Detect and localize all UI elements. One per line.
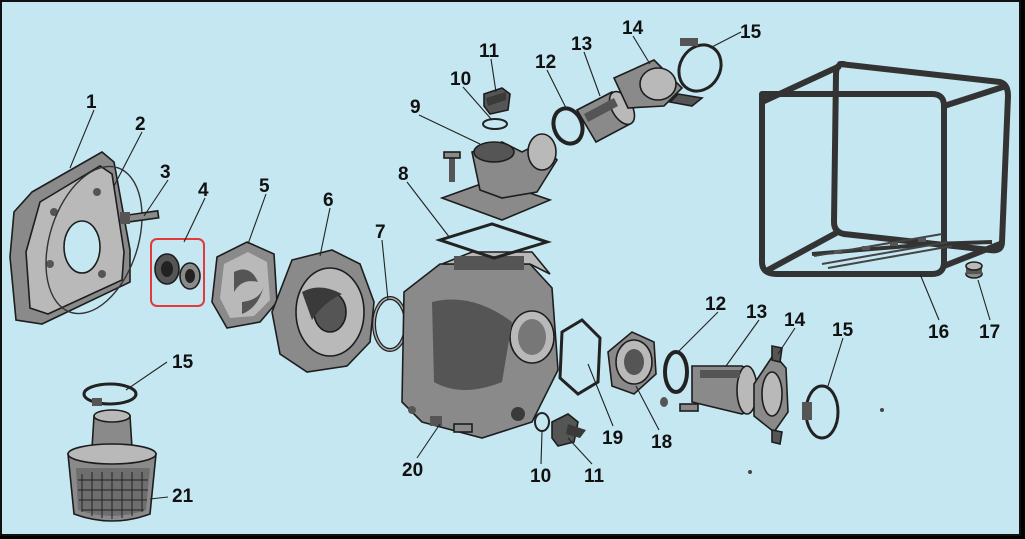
callout-16: 16 <box>928 322 949 343</box>
part-11-plug-bottom <box>551 413 586 447</box>
callout-17: 17 <box>979 322 1000 343</box>
callout-2: 2 <box>135 114 146 135</box>
part-7-gasket-ring <box>372 296 408 352</box>
part-11-plug-top <box>483 87 511 115</box>
leader-lines <box>69 31 991 500</box>
part-14-coupling-nut-top <box>612 59 704 109</box>
part-9-outlet-elbow <box>439 133 558 221</box>
part-21-strainer <box>67 409 157 522</box>
callout-5: 5 <box>259 176 270 197</box>
callout-18: 18 <box>651 432 672 453</box>
callout-15-top: 15 <box>740 22 762 43</box>
part-17-rubber-foot <box>965 261 983 279</box>
part-5-impeller <box>211 241 278 329</box>
part-2-o-ring <box>45 165 143 315</box>
part-1-rear-cover <box>9 151 131 325</box>
callout-7: 7 <box>375 222 386 243</box>
stray-dot <box>880 408 884 412</box>
part-18-threaded-flange <box>607 331 657 395</box>
callout-4: 4 <box>198 180 209 201</box>
callout-15-left: 15 <box>172 352 194 373</box>
callout-1: 1 <box>86 92 97 113</box>
callout-6: 6 <box>323 190 334 211</box>
callout-9: 9 <box>410 97 421 118</box>
part-3-bolt <box>120 209 160 224</box>
callout-14-right: 14 <box>784 310 806 331</box>
callout-12-right: 12 <box>705 294 726 315</box>
part-10-washer-top <box>482 118 508 130</box>
callout-15-right: 15 <box>832 320 854 341</box>
callout-19: 19 <box>602 428 623 449</box>
frame-cutouts <box>834 238 926 254</box>
callout-10-top: 10 <box>450 69 471 90</box>
part-4-mechanical-seal <box>150 238 205 307</box>
part-8-flange-gasket <box>435 222 552 260</box>
callout-12-top: 12 <box>535 52 556 73</box>
stray-dot <box>748 470 752 474</box>
callout-labels: 1 2 3 4 5 6 7 8 9 10 11 12 13 14 15 12 1… <box>86 18 1000 507</box>
callout-21: 21 <box>172 486 194 507</box>
part-14-coupling-nut-right <box>753 345 789 445</box>
side-bolt <box>660 397 699 412</box>
callout-11-bottom: 11 <box>584 466 605 487</box>
callout-13-right: 13 <box>746 302 767 323</box>
callout-14-top: 14 <box>622 18 644 39</box>
part-6-volute <box>271 249 375 373</box>
callout-10-bottom: 10 <box>530 466 551 487</box>
part-15-hose-clamp-left <box>82 382 138 406</box>
callout-8: 8 <box>398 164 409 185</box>
part-19-gasket <box>558 318 602 396</box>
callout-3: 3 <box>160 162 171 183</box>
callout-13-top: 13 <box>571 34 592 55</box>
callout-20: 20 <box>402 460 423 481</box>
callout-11-top: 11 <box>479 41 500 62</box>
part-15-hose-clamp-right <box>802 384 840 440</box>
part-4-highlight-box <box>150 238 205 307</box>
part-12-o-ring-right <box>663 350 689 394</box>
part-16-frame <box>759 61 1011 277</box>
pump-body-housing <box>401 251 559 439</box>
part-13-hose-nipple-right <box>691 365 758 415</box>
part-12-o-ring-top <box>551 106 585 146</box>
part-10-washer-bottom <box>534 412 550 432</box>
part-20-drain-bolts <box>430 416 473 433</box>
